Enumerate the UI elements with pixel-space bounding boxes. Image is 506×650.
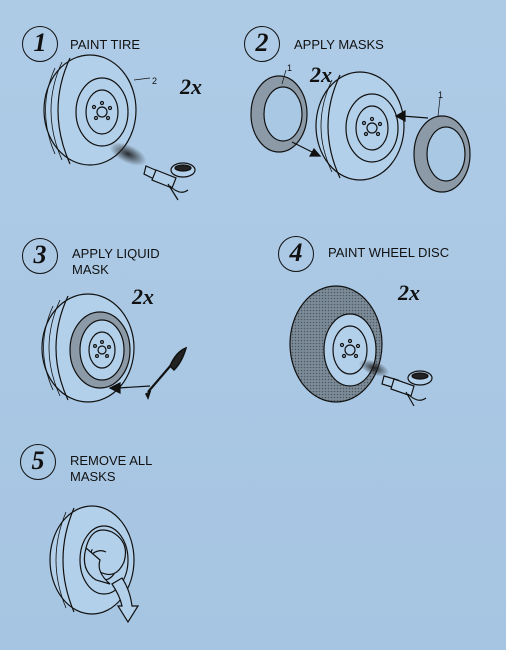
step-3-paintbrush-icon [144,346,188,400]
step-2-number: 2 [244,26,280,62]
step-4-title: PAINT WHEEL DISC [328,245,450,260]
step-5-mask-ring-icon [83,529,127,585]
step-2-wheel-icon [315,71,405,181]
step-2-mask-ring-right-icon [413,97,471,193]
step-5-number: 5 [20,444,56,480]
step-5-arrow-icon [111,577,140,624]
step-2-callout-right: 1 [438,90,444,100]
step-1-callout: 2 [152,76,158,86]
step-1-wheel-icon [43,54,151,166]
step-2-arrow-icon [291,109,429,157]
step-1-quantity: 2x [180,74,202,99]
step-4-quantity: 2x [398,280,420,305]
step-2-mask-ring-icon [250,69,308,153]
step-3-arrow-icon [108,382,151,394]
step-4-number: 4 [278,236,314,272]
step-3-title-line2: MASK [72,262,109,277]
step-2-title: APPLY MASKS [294,37,384,52]
step-3-title-line1: APPLY LIQUID [72,246,160,261]
step-3-number: 3 [22,238,58,274]
step-3-quantity: 2x [132,284,154,309]
step-2-quantity: 2x [310,62,332,87]
step-1-number: 1 [22,26,58,62]
step-1-title: PAINT TIRE [70,37,141,52]
step-3-wheel-icon [41,293,135,403]
step-2-callout-left: 1 [287,63,293,73]
step-4-wheel-icon [289,285,383,403]
step-4-airbrush-icon [358,359,433,407]
step-1-airbrush-icon [109,142,196,201]
step-5-title-line2: MASKS [70,469,116,484]
step-5-title-line1: REMOVE ALL [70,453,153,468]
